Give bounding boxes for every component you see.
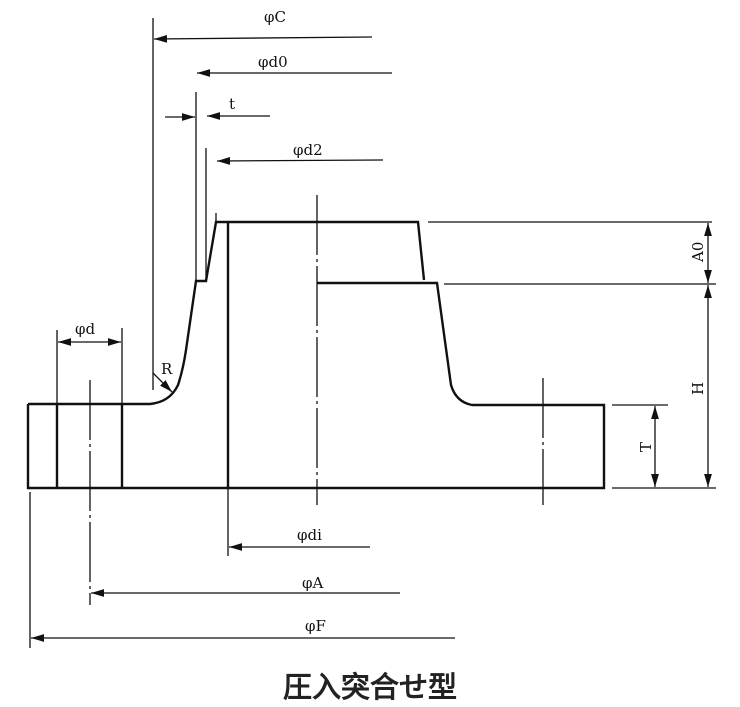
dim-phi-C	[153, 34, 373, 43]
label-phi-C: φC	[264, 8, 286, 26]
label-phi-d2: φd2	[293, 141, 323, 159]
label-T: T	[637, 442, 655, 452]
extension-lines	[29, 18, 716, 648]
dim-phi-d2	[216, 157, 384, 165]
label-H: H	[689, 382, 707, 395]
label-t: t	[229, 95, 235, 113]
dimension-lines	[31, 34, 712, 642]
label-phi-d: φd	[75, 320, 96, 338]
label-A0: A0	[689, 242, 707, 263]
dim-R-leader	[152, 372, 173, 393]
label-phi-A: φA	[302, 574, 324, 592]
center-lines	[89, 195, 544, 605]
flange-outline	[26, 220, 606, 490]
label-R: R	[161, 360, 173, 378]
drawing-title: 圧入突合せ型	[282, 670, 457, 704]
label-phi-di: φdi	[297, 526, 322, 544]
label-phi-d0: φd0	[258, 53, 288, 71]
label-phi-F: φF	[305, 617, 326, 635]
